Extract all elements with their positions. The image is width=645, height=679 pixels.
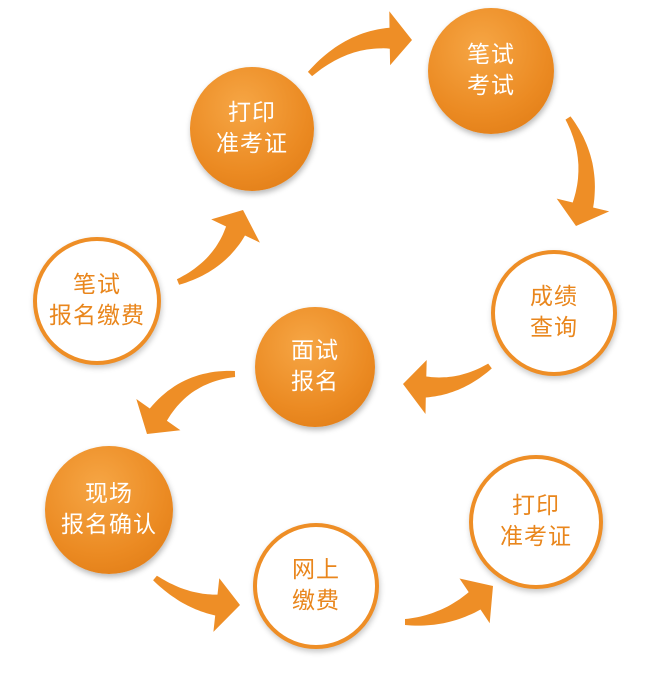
node-line: 成绩 [530, 284, 578, 310]
node-line: 笔试 [467, 42, 515, 68]
flow-arrow-7 [405, 578, 493, 626]
flow-arrow-2 [307, 11, 412, 77]
node-print-admission-interview: 打印 准考证 [469, 455, 603, 589]
node-line: 网上 [292, 557, 340, 583]
node-score-query: 成绩 查询 [491, 250, 617, 376]
node-line: 考试 [467, 73, 515, 99]
node-written-registration: 笔试 报名缴费 [33, 237, 161, 365]
node-online-payment: 网上 缴费 [253, 523, 379, 649]
node-written-exam: 笔试 考试 [428, 8, 554, 134]
node-line: 查询 [530, 315, 578, 341]
node-onsite-confirmation: 现场 报名确认 [45, 446, 173, 574]
flow-arrow-1 [176, 210, 260, 285]
node-line: 缴费 [292, 588, 340, 614]
flow-arrow-5 [136, 370, 236, 434]
node-line: 现场 [85, 481, 133, 507]
node-line: 报名缴费 [49, 303, 145, 329]
node-line: 准考证 [500, 524, 572, 550]
node-print-admission-written: 打印 准考证 [190, 67, 314, 191]
flow-arrow-3 [556, 116, 610, 226]
node-line: 报名确认 [61, 512, 157, 538]
node-line: 准考证 [216, 131, 288, 157]
node-line: 报名 [291, 369, 339, 395]
node-line: 打印 [228, 100, 276, 126]
flow-arrow-4 [403, 360, 492, 414]
node-line: 面试 [291, 338, 339, 364]
flow-arrow-6 [153, 575, 240, 632]
node-line: 打印 [512, 493, 560, 519]
node-line: 笔试 [73, 272, 121, 298]
node-interview-registration: 面试 报名 [255, 307, 375, 427]
